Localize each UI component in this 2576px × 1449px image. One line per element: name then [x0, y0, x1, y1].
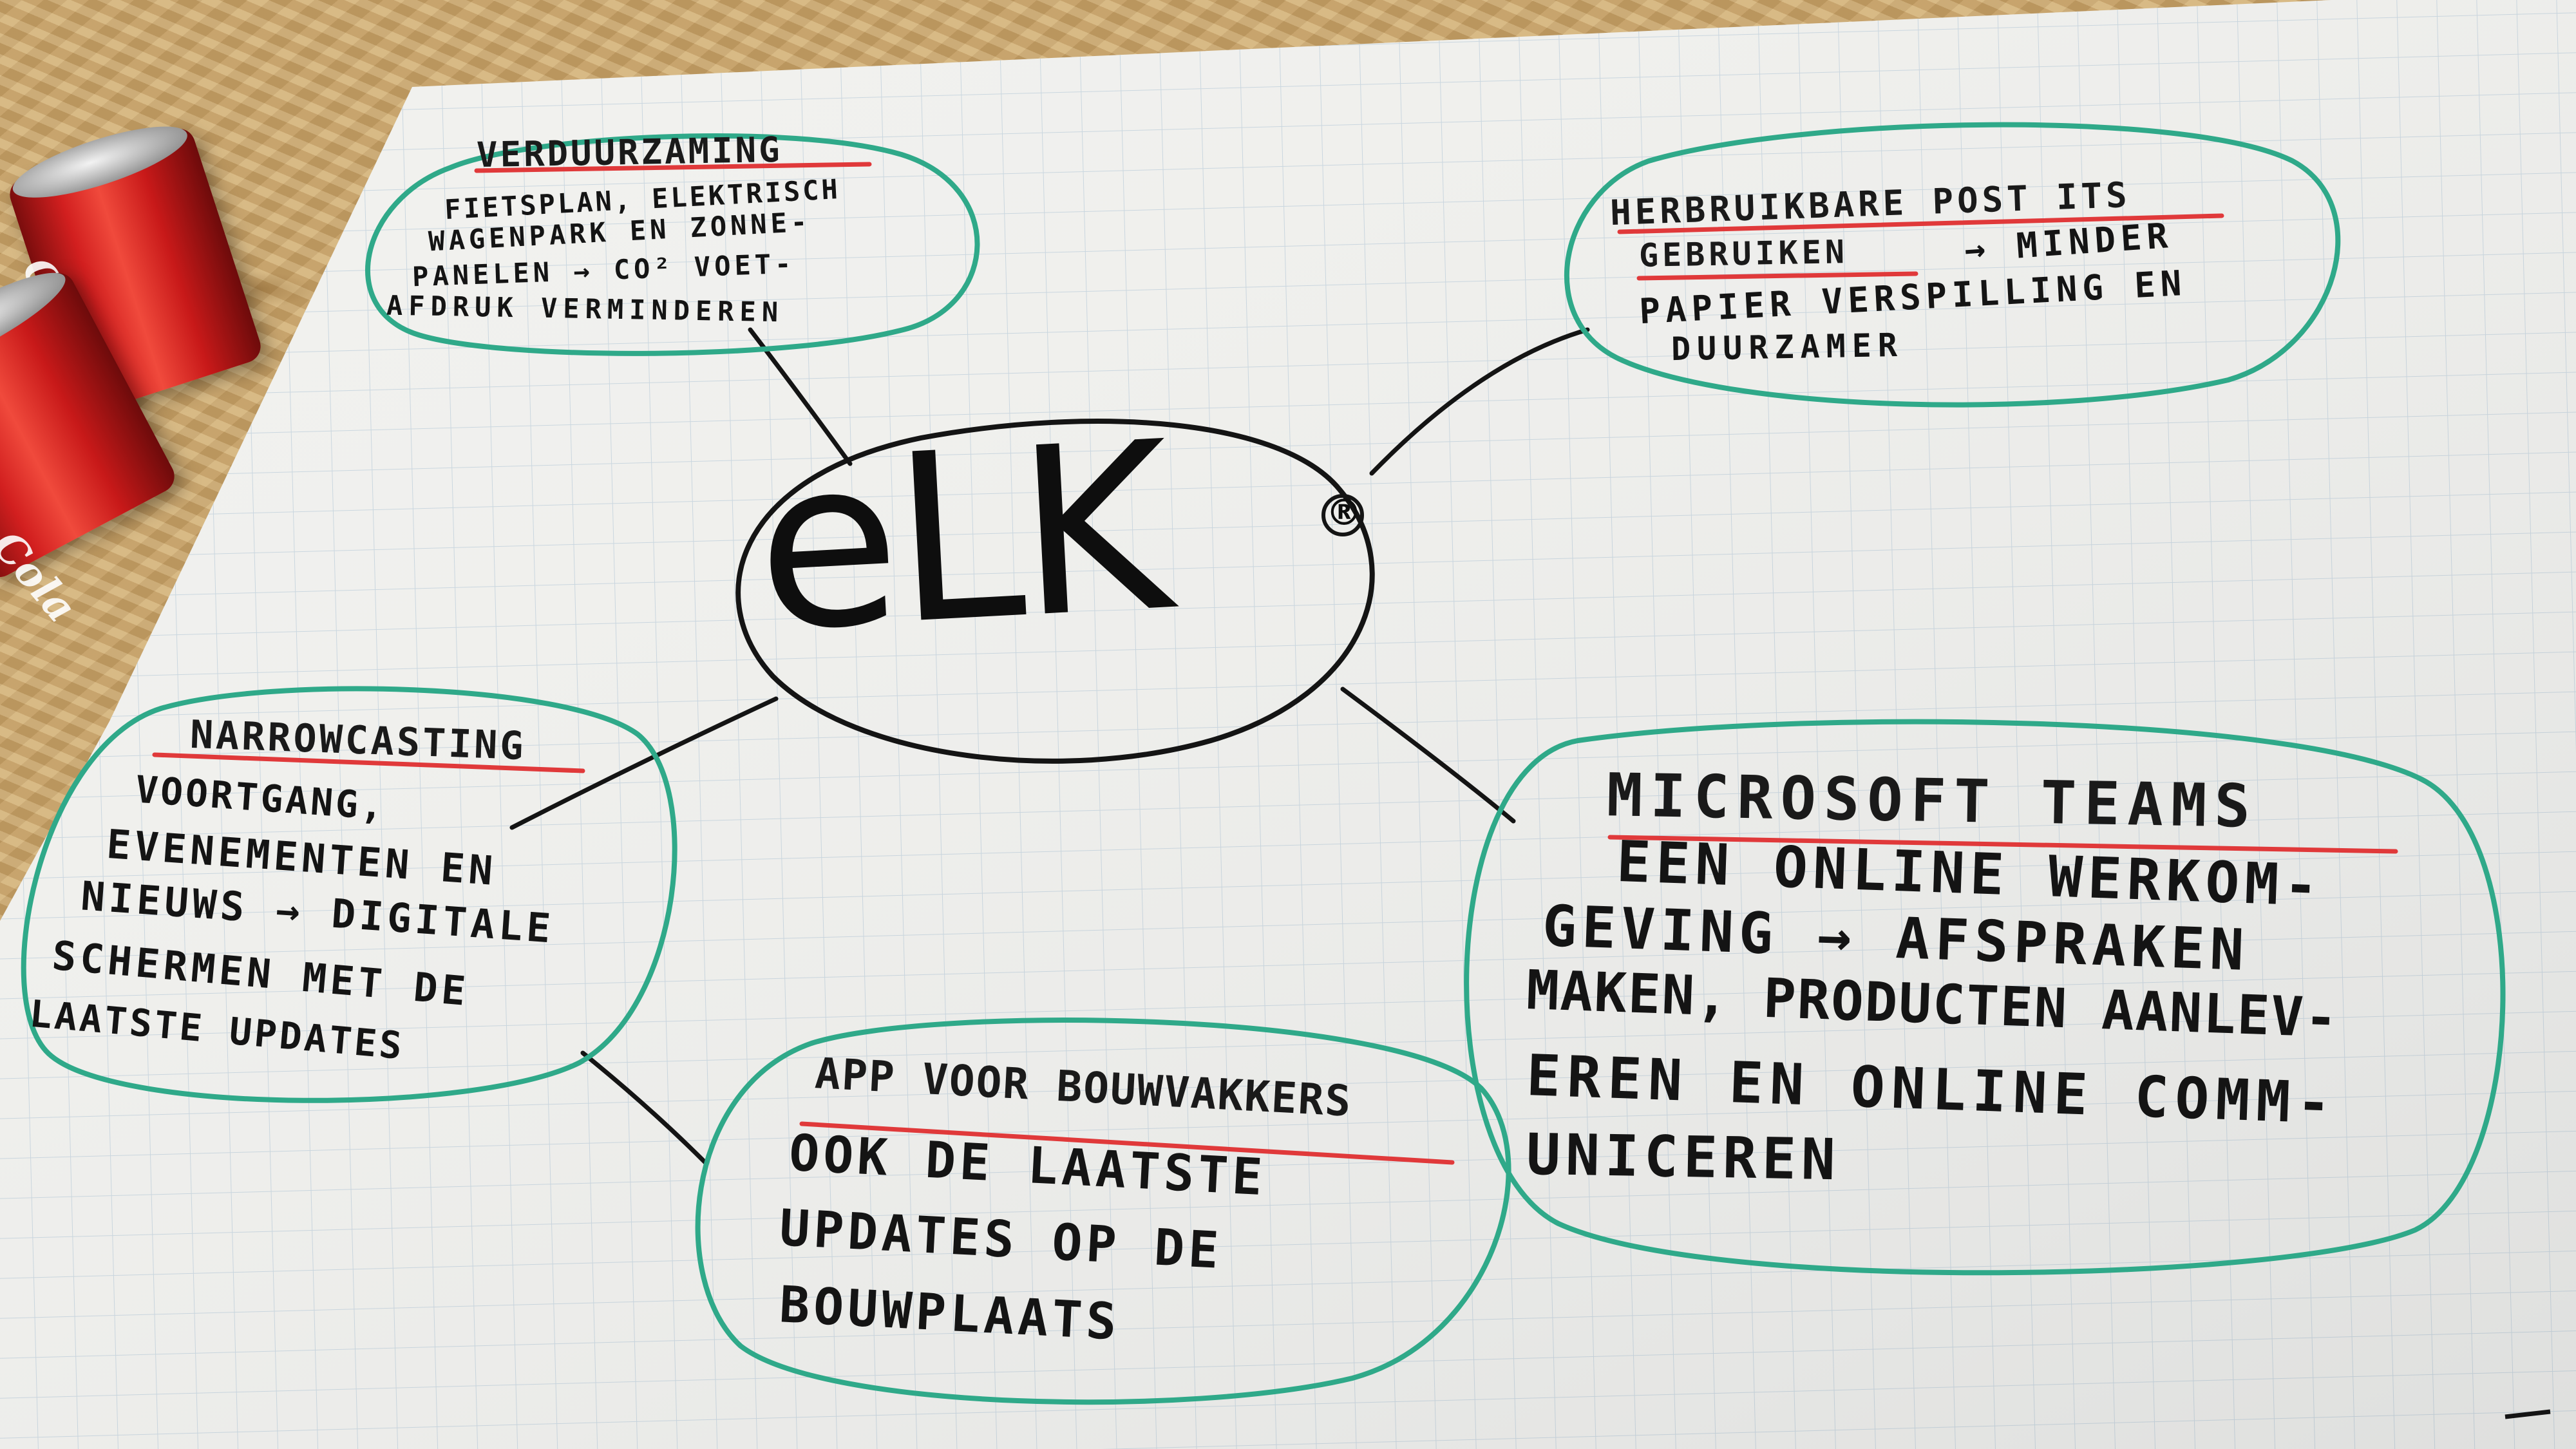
connector-app	[580, 1050, 708, 1165]
underline-narrowcasting	[152, 752, 585, 773]
registered-mark-circle	[1321, 494, 1364, 536]
postits-line-4: DUURZAMER	[1671, 326, 1904, 368]
underline-verduurzaming	[474, 162, 872, 173]
connector-teams	[1340, 687, 1516, 824]
registered-mark: ®	[1326, 492, 1362, 534]
bubble-postits	[1564, 122, 2341, 408]
underline-postits-1	[1617, 213, 2224, 234]
underline-teams	[1607, 835, 2398, 854]
teams-line-5: UNICEREN	[1526, 1121, 1841, 1193]
bubble-narrowcasting	[21, 686, 677, 1103]
underline-postits-2	[1636, 271, 1918, 281]
bubble-teams	[1464, 719, 2506, 1276]
postits-title-line-2: GEBRUIKEN	[1638, 233, 1849, 274]
verduurzaming-title: VERDUURZAMING	[476, 129, 783, 176]
bubble-app	[695, 1018, 1511, 1405]
connector-verduurzaming	[748, 327, 853, 466]
connector-postits	[1369, 327, 1590, 476]
connector-narrowcasting	[509, 696, 779, 830]
brand-logo-text: eLK	[750, 392, 1172, 683]
bubble-verduurzaming	[365, 133, 980, 356]
teams-title: MICROSOFT TEAMS	[1606, 761, 2259, 841]
pen-mark	[2505, 1409, 2551, 1419]
center-oval	[735, 419, 1375, 764]
underline-app	[799, 1121, 1455, 1165]
